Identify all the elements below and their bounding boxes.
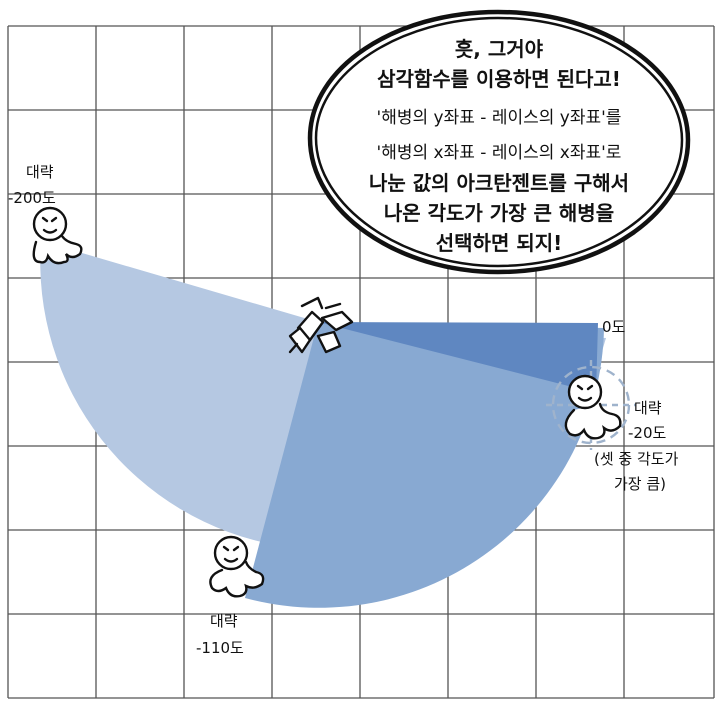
bubble-line-3: '해병의 y좌표 - 레이스의 y좌표'를 bbox=[377, 108, 622, 128]
label-left-approx: 대략 bbox=[26, 163, 54, 181]
marine-left-icon bbox=[32, 206, 83, 265]
bubble-line-6: 나온 각도가 가장 큰 해병을 bbox=[384, 201, 614, 225]
label-zero-degree: 0도 bbox=[602, 318, 626, 336]
bubble-line-5: 나눈 값의 아크탄젠트를 구해서 bbox=[369, 171, 629, 195]
label-right-approx: 대략 bbox=[634, 399, 662, 417]
raider-unit-icon bbox=[288, 296, 354, 354]
bubble-line-1: 흣, 그거야 bbox=[455, 37, 544, 61]
bubble-line-4: '해병의 x좌표 - 레이스의 x좌표'로 bbox=[377, 143, 622, 163]
bubble-line-7: 선택하면 되지! bbox=[436, 231, 562, 255]
label-right-note-2: 가장 큼) bbox=[614, 475, 666, 493]
sector-minus-20 bbox=[318, 322, 598, 393]
label-right-angle: -20도 bbox=[628, 424, 666, 442]
label-right-note-1: (셋 중 각도가 bbox=[594, 450, 679, 468]
label-bottom-approx: 대략 bbox=[210, 612, 238, 630]
marine-bottom-icon bbox=[209, 535, 265, 598]
label-left-angle: -200도 bbox=[8, 189, 56, 207]
sector-minus-110 bbox=[245, 322, 604, 608]
marine-right-icon bbox=[564, 374, 622, 440]
bubble-line-2: 삼각함수를 이용하면 된다고! bbox=[377, 67, 621, 91]
speech-bubble bbox=[307, 9, 691, 275]
label-bottom-angle: -110도 bbox=[196, 639, 244, 657]
